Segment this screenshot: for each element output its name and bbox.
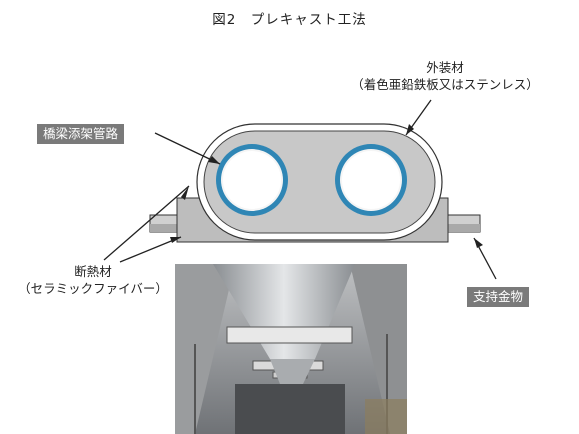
bridge-pipe-label: 橋梁添架管路 [37, 124, 125, 144]
insulation-label: 断熱材 （セラミックファイバー） [10, 263, 176, 297]
insulation-title: 断熱材 [74, 264, 112, 279]
outer-material-label: 外装材 （着色亜鉛鉄板又はステンレス） [322, 59, 568, 93]
leader-lines [103, 99, 497, 280]
support-bracket-label: 支持金物 [467, 287, 530, 307]
pipe-left [216, 144, 288, 216]
pipe-right [335, 144, 407, 216]
outer-material-detail: （着色亜鉛鉄板又はステンレス） [351, 77, 539, 92]
insulation-detail: （セラミックファイバー） [18, 281, 168, 296]
installation-photo [175, 264, 407, 434]
outer-material-title: 外装材 [426, 60, 464, 75]
figure-title: 図2 プレキャスト工法 [212, 12, 367, 28]
leader-arrowheads [170, 124, 483, 248]
